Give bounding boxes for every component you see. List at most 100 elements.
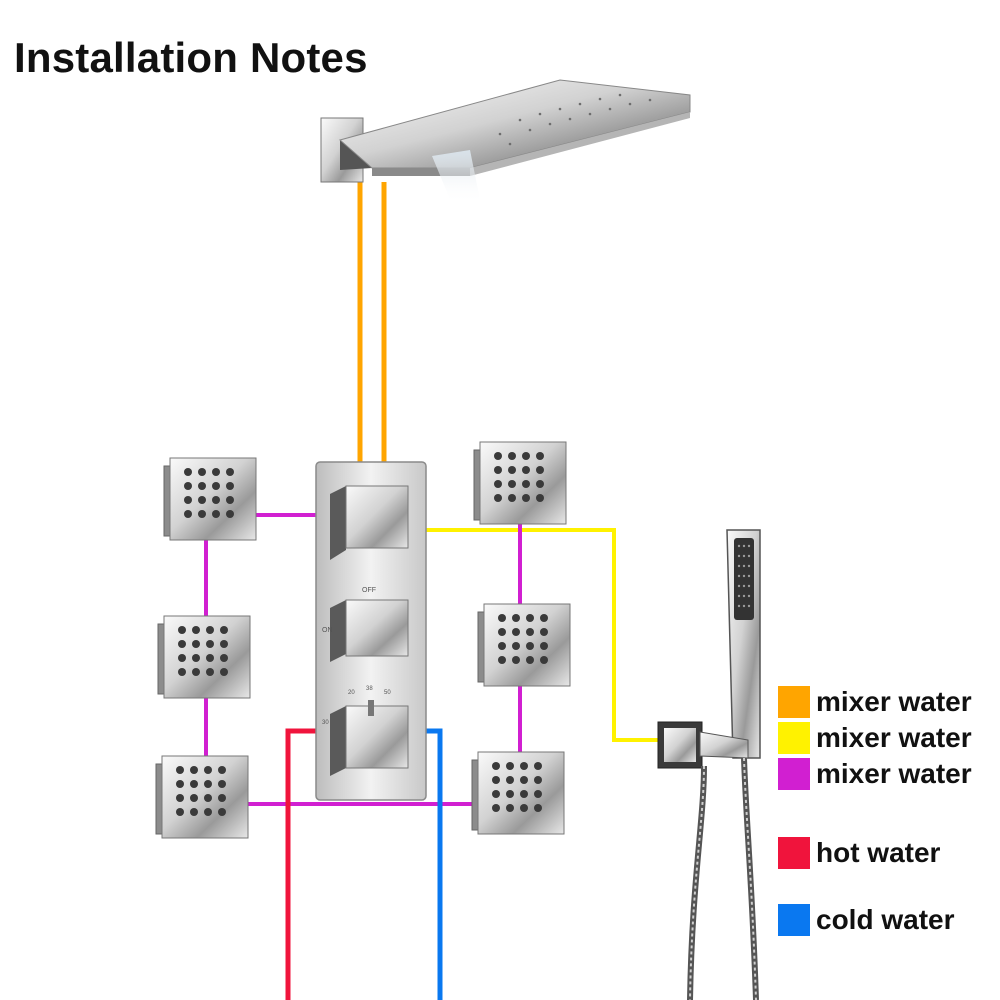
jet-nozzle	[212, 482, 220, 490]
jet-nozzle	[192, 668, 200, 676]
jet-nozzle	[198, 510, 206, 518]
scale-38: 38	[366, 686, 373, 692]
jet-nozzle	[522, 466, 530, 474]
legend-item-hot-water: hot water	[778, 837, 940, 869]
jet-nozzle	[176, 808, 184, 816]
jet-nozzle	[184, 496, 192, 504]
jet-nozzle	[534, 804, 542, 812]
pipe-mixer-magenta	[204, 513, 522, 806]
jet-nozzle	[220, 668, 228, 676]
jet-nozzle	[526, 656, 534, 664]
scale-50: 50	[384, 690, 391, 696]
jet-nozzle	[534, 762, 542, 770]
jet-nozzle	[508, 480, 516, 488]
jet-nozzle	[526, 628, 534, 636]
legend-label: cold water	[816, 904, 955, 935]
jet-nozzle	[512, 628, 520, 636]
jet-nozzle	[494, 466, 502, 474]
jet-nozzle	[492, 790, 500, 798]
valve-handle-top	[330, 485, 409, 560]
jet-nozzle	[198, 468, 206, 476]
jet-nozzle	[178, 640, 186, 648]
legend-swatch	[778, 904, 810, 936]
jet-nozzle	[184, 482, 192, 490]
jet-nozzle	[520, 762, 528, 770]
jet-nozzle	[540, 614, 548, 622]
shower-head	[320, 79, 691, 204]
jet-nozzle	[226, 468, 234, 476]
jet-nozzle	[506, 762, 514, 770]
jet-nozzle	[198, 496, 206, 504]
jet-nozzle	[184, 510, 192, 518]
jet-nozzle	[220, 640, 228, 648]
jet-nozzle	[204, 766, 212, 774]
jet-nozzle	[212, 510, 220, 518]
valve-label-off: OFF	[362, 587, 376, 594]
jet-nozzle	[526, 642, 534, 650]
jet-nozzle	[506, 776, 514, 784]
jet-nozzle	[498, 656, 506, 664]
legend-swatch	[778, 758, 810, 790]
scale-30: 30	[322, 720, 329, 726]
jet-nozzle	[212, 468, 220, 476]
jet-nozzle	[498, 614, 506, 622]
jet-nozzle	[520, 804, 528, 812]
jet-nozzle	[176, 794, 184, 802]
jet-nozzle	[176, 766, 184, 774]
pipe-hot-water	[285, 728, 326, 1000]
jet-nozzle	[536, 466, 544, 474]
pipe-mixer-orange	[357, 182, 387, 470]
jet-nozzle	[178, 654, 186, 662]
jet-nozzle	[176, 780, 184, 788]
jet-nozzle	[506, 804, 514, 812]
jet-nozzle	[206, 668, 214, 676]
jet-nozzle	[178, 668, 186, 676]
jet-nozzle	[522, 452, 530, 460]
jet-nozzle	[492, 804, 500, 812]
jet-nozzle	[536, 494, 544, 502]
jet-nozzle	[198, 482, 206, 490]
jet-nozzle	[226, 510, 234, 518]
jet-nozzle	[206, 626, 214, 634]
jet-nozzle	[536, 480, 544, 488]
jet-nozzle	[184, 468, 192, 476]
jet-nozzle	[508, 466, 516, 474]
jet-nozzle	[218, 794, 226, 802]
jet-nozzle	[520, 790, 528, 798]
jet-nozzle	[534, 790, 542, 798]
jet-nozzle	[498, 642, 506, 650]
jet-nozzle	[540, 656, 548, 664]
jet-nozzle	[498, 628, 506, 636]
legend-label: hot water	[816, 837, 941, 868]
legend-label: mixer water	[816, 758, 972, 789]
jet-nozzle	[522, 480, 530, 488]
jet-nozzle	[534, 776, 542, 784]
jet-nozzle	[512, 642, 520, 650]
valve-label-on: ON	[322, 627, 333, 634]
legend-item-cold-water: cold water	[778, 904, 954, 936]
jet-nozzle	[178, 626, 186, 634]
legend-label: mixer water	[816, 722, 972, 753]
jet-nozzle	[220, 626, 228, 634]
jet-nozzle	[192, 654, 200, 662]
jet-nozzle	[206, 640, 214, 648]
jet-nozzle	[494, 494, 502, 502]
jet-nozzle	[226, 496, 234, 504]
body-jet-right-middle	[477, 603, 571, 687]
body-jet-left-bottom	[155, 755, 249, 839]
body-jet-right-top	[473, 441, 567, 525]
body-jet-left-top	[163, 457, 257, 541]
thermostatic-valve: OFF ON 20 30 38 50	[315, 461, 427, 801]
jet-nozzle	[508, 494, 516, 502]
legend-swatch	[778, 722, 810, 754]
legend-swatch	[778, 686, 810, 718]
jet-nozzle	[218, 808, 226, 816]
jet-nozzle	[204, 808, 212, 816]
jet-nozzle	[522, 494, 530, 502]
jet-nozzle	[192, 626, 200, 634]
jet-nozzle	[204, 780, 212, 788]
legend-item-mixer-magenta: mixer water	[778, 758, 972, 790]
jet-nozzle	[220, 654, 228, 662]
legend-item-mixer-yellow: mixer water	[778, 722, 972, 754]
jet-nozzle	[218, 766, 226, 774]
